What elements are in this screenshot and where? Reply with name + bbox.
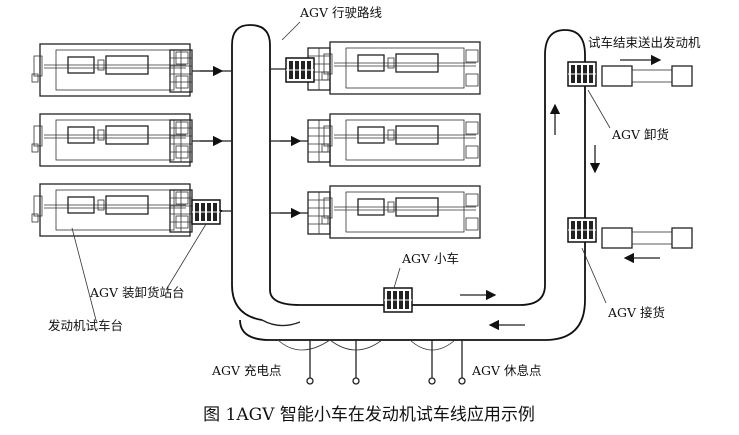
test-stand-left-3 [31,183,191,237]
incoming-engine-conveyor [601,227,693,249]
right-test-stands [307,41,481,239]
flow-arrows [200,54,662,331]
label-agv-unload: AGV 卸货 [611,127,669,142]
label-agv-cart: AGV 小车 [401,251,459,266]
dock-left-1 [169,49,193,93]
label-test-done: 试车结束送出发动机 [588,35,701,50]
label-agv-rest: AGV 休息点 [471,363,542,378]
label-engine-bench: 发动机试车台 [48,318,123,333]
label-agv-station: AGV 装卸货站台 [89,285,185,300]
label-agv-charge: AGV 充电点 [211,363,282,378]
test-stand-right-2 [321,113,481,167]
test-stand-right-1 [321,41,481,95]
label-agv-receive: AGV 接货 [607,305,665,320]
agv-cart-route [383,287,413,313]
agv-cart-right-station [285,57,315,83]
figure-caption: 图 1AGV 智能小车在发动机试车线应用示例 [203,405,535,425]
test-stand-left-1 [31,43,191,97]
dock-left-2 [169,119,193,163]
agv-cart-unload [567,61,597,87]
dock-left-3 [169,189,193,233]
outgoing-engine-conveyor [601,65,693,87]
test-stand-left-2 [31,113,191,167]
agv-route [192,24,586,385]
agv-cart-left-station [191,199,221,225]
left-test-stands [31,43,193,237]
label-agv-route: AGV 行驶路线 [299,5,383,20]
test-stand-right-3 [321,185,481,239]
label-leaders [71,21,611,321]
agv-cart-receive [567,217,597,243]
